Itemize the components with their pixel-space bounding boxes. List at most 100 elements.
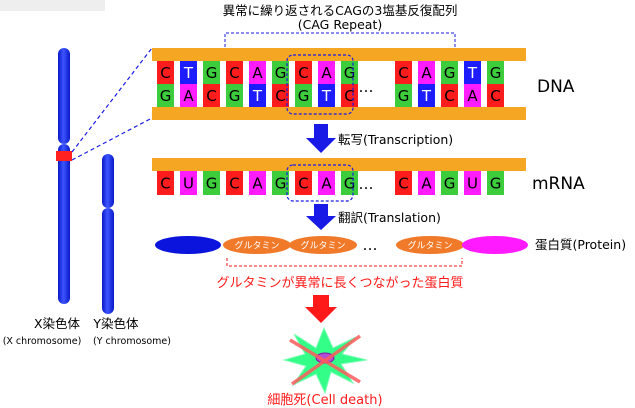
- base-mrna: C: [395, 171, 412, 195]
- red-down-arrow-icon: [305, 295, 337, 323]
- base-mrna: U: [180, 171, 197, 195]
- base-mrna: C: [157, 171, 174, 195]
- y-chromosome-icon: [102, 154, 114, 314]
- base-letter: T: [183, 64, 194, 82]
- base-top: A: [318, 61, 335, 84]
- base-mrna: C: [226, 171, 243, 195]
- base-letter: G: [344, 64, 356, 82]
- base-letter: A: [183, 87, 194, 105]
- base-mrna: U: [464, 171, 481, 195]
- base-bottom: A: [464, 84, 481, 107]
- base-bottom: C: [487, 84, 504, 107]
- base-letter: U: [183, 175, 194, 193]
- base-top: C: [395, 61, 412, 84]
- base-letter: C: [490, 87, 500, 105]
- base-letter: G: [275, 175, 287, 193]
- base-mrna: C: [295, 171, 312, 195]
- base-letter: T: [252, 87, 263, 105]
- protein-c-terminus: [462, 236, 528, 254]
- base-bottom: T: [318, 84, 335, 107]
- base-letter: G: [344, 175, 356, 193]
- base-letter: A: [252, 64, 263, 82]
- zoom-line-bottom: [71, 117, 153, 161]
- protein-n-terminus: [155, 236, 221, 254]
- base-letter: A: [321, 175, 332, 193]
- base-top: C: [295, 61, 312, 84]
- base-letter: G: [444, 175, 456, 193]
- base-bottom: T: [418, 84, 435, 107]
- base-top: A: [418, 61, 435, 84]
- base-letter: C: [298, 64, 308, 82]
- repeat-title-en: (CAG Repeat): [298, 17, 382, 32]
- base-bottom: G: [157, 84, 174, 107]
- base-letter: G: [275, 64, 287, 82]
- zoom-line-top: [71, 47, 153, 153]
- base-letter: G: [398, 87, 410, 105]
- x-chromosome-sublabel: (X chromosome): [3, 336, 82, 347]
- base-bottom: C: [341, 84, 358, 107]
- base-bottom: A: [180, 84, 197, 107]
- base-letter: C: [344, 87, 354, 105]
- base-top: T: [180, 61, 197, 84]
- base-letter: A: [421, 64, 432, 82]
- base-letter: G: [160, 87, 172, 105]
- base-bottom: T: [249, 84, 266, 107]
- x-chromosome-label: X染色体: [34, 316, 81, 331]
- translation-label: 翻訳(Translation): [338, 210, 441, 225]
- glutamine-label: グルタミン: [234, 240, 279, 252]
- base-letter: C: [444, 87, 454, 105]
- dna-ellipsis: …: [359, 78, 374, 96]
- base-bottom: C: [441, 84, 458, 107]
- base-top: G: [441, 61, 458, 84]
- base-top: G: [341, 61, 358, 84]
- dead-cell-icon: [282, 326, 368, 395]
- base-top: C: [157, 61, 174, 84]
- base-letter: C: [160, 64, 170, 82]
- mrna-ellipsis: …: [359, 175, 374, 193]
- base-top: G: [203, 61, 220, 84]
- base-mrna: A: [318, 171, 335, 195]
- glutamine-residue: グルタミン: [289, 236, 357, 254]
- base-letter: G: [298, 87, 310, 105]
- dna-repeat-highlight: [286, 54, 354, 115]
- transcription-label: 転写(Transcription): [338, 132, 453, 147]
- transcription-arrow-icon: [306, 124, 336, 153]
- base-bottom: G: [295, 84, 312, 107]
- y-chromosome-sublabel: (Y chromosome): [93, 336, 171, 347]
- base-mrna: G: [341, 171, 358, 195]
- base-letter: C: [275, 87, 285, 105]
- base-top: A: [249, 61, 266, 84]
- base-letter: A: [467, 87, 478, 105]
- base-letter: G: [229, 87, 241, 105]
- base-letter: T: [421, 87, 432, 105]
- base-bottom: C: [203, 84, 220, 107]
- cell-death-label: 細胞死(Cell death): [267, 393, 382, 408]
- gene-locus-marker: [56, 151, 72, 161]
- base-mrna: G: [203, 171, 220, 195]
- base-bottom: G: [226, 84, 243, 107]
- base-letter: A: [421, 175, 432, 193]
- base-letter: C: [398, 175, 408, 193]
- base-mrna: A: [418, 171, 435, 195]
- y-chromosome-label: Y染色体: [92, 316, 139, 331]
- base-bottom: G: [395, 84, 412, 107]
- base-top: G: [487, 61, 504, 84]
- protein-chain: グルタミン グルタミン … グルタミン: [155, 236, 528, 254]
- polyq-bracket: [226, 258, 463, 267]
- x-chromosome-icon: [56, 48, 72, 304]
- dna-label: DNA: [537, 77, 575, 97]
- base-letter: A: [252, 175, 263, 193]
- base-top: C: [226, 61, 243, 84]
- base-top: T: [464, 61, 481, 84]
- glutamine-label: グルタミン: [300, 240, 345, 252]
- protein-ellipsis: …: [363, 236, 378, 254]
- base-letter: C: [229, 64, 239, 82]
- base-letter: G: [490, 175, 502, 193]
- base-mrna: G: [441, 171, 458, 195]
- repeat-title: 異常に繰り返されるCAGの3塩基反復配列: [223, 3, 458, 18]
- base-letter: G: [206, 64, 218, 82]
- base-letter: C: [160, 175, 170, 193]
- mrna-codon-highlight: [286, 164, 354, 202]
